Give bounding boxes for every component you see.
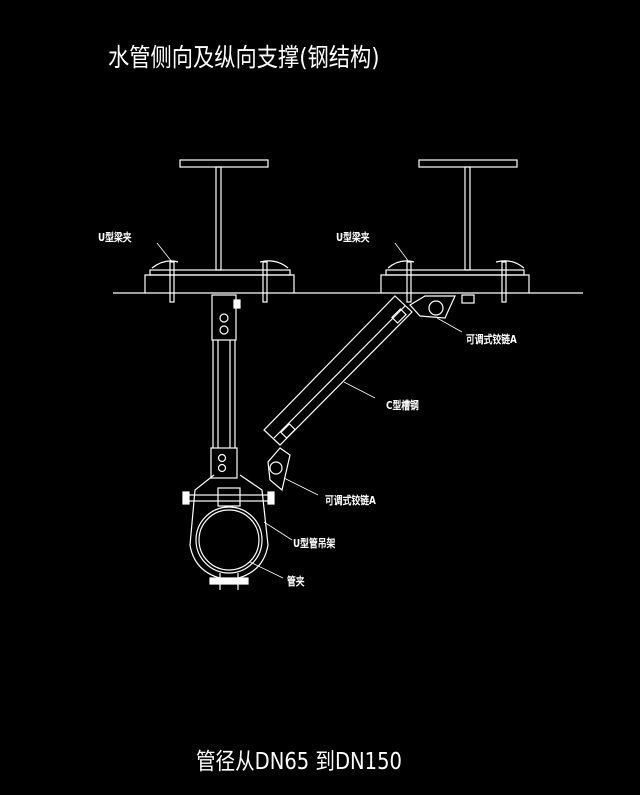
- hinge-top: [409, 294, 475, 319]
- label-pipe-hanger: U型管吊架: [293, 537, 336, 550]
- label-beam-clamp-right: U型梁夹: [336, 231, 370, 244]
- hinge-bottom: [267, 447, 291, 492]
- vertical-hanger: [210, 294, 241, 479]
- pipe-hanger: [182, 474, 275, 590]
- leader-lines: [156, 242, 463, 579]
- drawing-title: 水管侧向及纵向支撑(钢结构): [108, 43, 380, 72]
- label-hinge-bottom: 可调式铰链A: [325, 494, 376, 507]
- pipe-size-note: 管径从DN65 到DN150: [196, 749, 402, 775]
- label-beam-clamp-left: U型梁夹: [98, 231, 132, 244]
- label-c-channel: C型槽钢: [386, 399, 419, 412]
- steel-beam-left: [144, 159, 295, 303]
- label-pipe-clamp: 管夹: [287, 575, 305, 588]
- steel-beam-right: [380, 159, 530, 303]
- c-channel-brace: [263, 295, 413, 446]
- label-hinge-top: 可调式铰链A: [466, 333, 517, 346]
